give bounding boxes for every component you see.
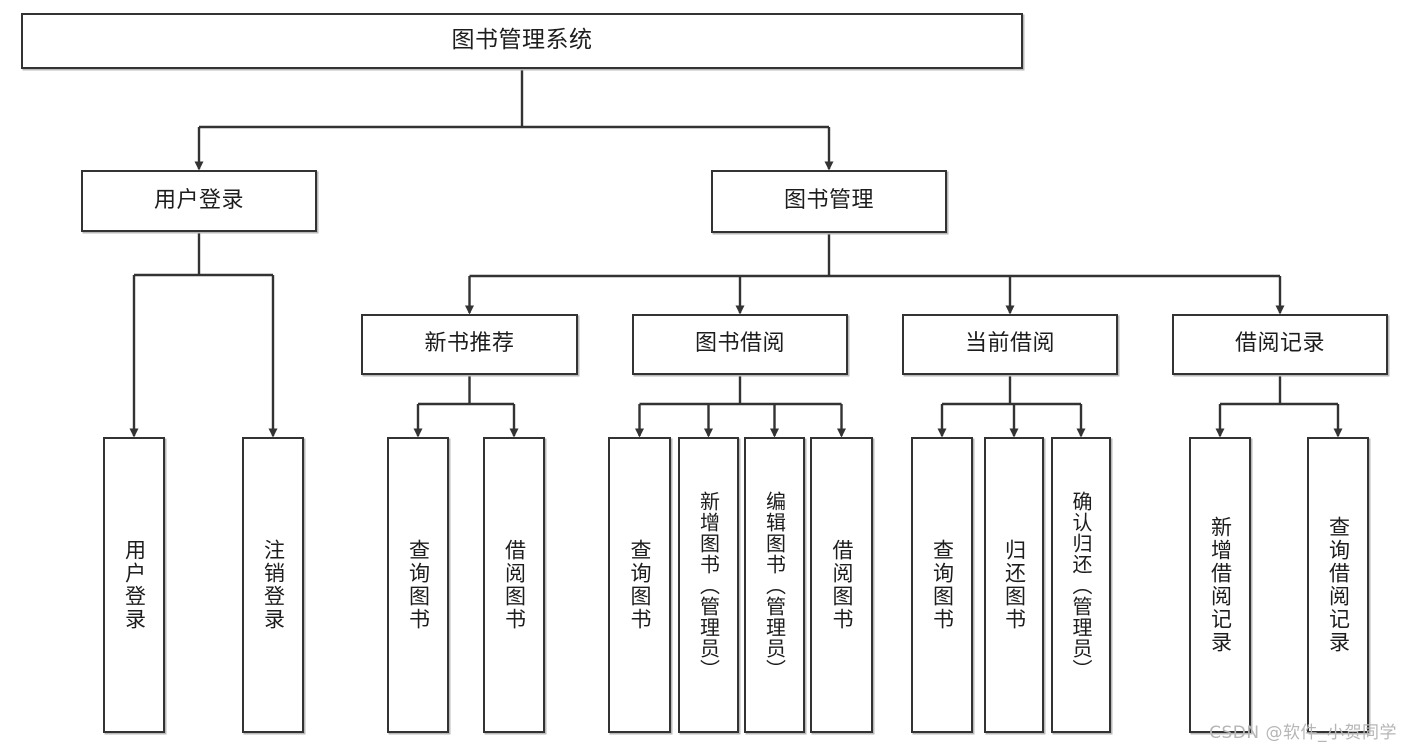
node-leaf-re-query[interactable]: 查询借阅记录 xyxy=(1307,437,1369,733)
node-label: 查询借阅记录 xyxy=(1326,516,1351,654)
node-label: 新书推荐 xyxy=(424,331,515,357)
node-leaf-cu-confirm[interactable]: 确认归还（管理员） xyxy=(1051,437,1111,733)
node-label: 注销登录 xyxy=(261,539,286,631)
node-borrow[interactable]: 图书借阅 xyxy=(632,314,848,375)
node-login[interactable]: 用户登录 xyxy=(81,170,317,232)
node-leaf-bo-lend[interactable]: 借阅图书 xyxy=(810,437,873,733)
node-current[interactable]: 当前借阅 xyxy=(902,314,1118,375)
node-label: 图书管理系统 xyxy=(451,27,593,54)
node-newbook[interactable]: 新书推荐 xyxy=(361,314,578,375)
node-label: 当前借阅 xyxy=(964,331,1055,357)
node-bookmgmt[interactable]: 图书管理 xyxy=(711,170,947,233)
node-root[interactable]: 图书管理系统 xyxy=(21,13,1023,69)
node-leaf-nb-query[interactable]: 查询图书 xyxy=(387,437,449,733)
node-leaf-nb-borrow[interactable]: 借阅图书 xyxy=(483,437,545,733)
node-label: 借阅记录 xyxy=(1234,331,1325,357)
watermark-text: CSDN @软件_小贺同学 xyxy=(1209,723,1397,743)
node-label: 图书管理 xyxy=(783,188,874,214)
node-leaf-cu-query[interactable]: 查询图书 xyxy=(911,437,973,733)
node-label: 查询图书 xyxy=(628,539,653,631)
node-label: 借阅图书 xyxy=(502,539,527,631)
node-label: 归还图书 xyxy=(1002,539,1027,631)
node-label: 用户登录 xyxy=(153,187,244,213)
connector-lines xyxy=(129,69,1343,438)
node-label: 图书借阅 xyxy=(694,331,785,357)
node-label: 新增借阅记录 xyxy=(1208,516,1233,654)
node-leaf-logout[interactable]: 注销登录 xyxy=(242,437,304,733)
node-leaf-re-add[interactable]: 新增借阅记录 xyxy=(1189,437,1251,733)
node-label: 确认归还（管理员） xyxy=(1069,490,1093,680)
node-label: 编辑图书（管理员） xyxy=(762,490,787,680)
node-leaf-login[interactable]: 用户登录 xyxy=(103,437,165,733)
node-leaf-bo-query[interactable]: 查询图书 xyxy=(608,437,671,733)
node-leaf-cu-return[interactable]: 归还图书 xyxy=(984,437,1044,733)
node-label: 新增图书（管理员） xyxy=(696,490,721,680)
node-records[interactable]: 借阅记录 xyxy=(1172,314,1388,375)
node-leaf-bo-edit[interactable]: 编辑图书（管理员） xyxy=(744,437,805,733)
node-leaf-bo-add[interactable]: 新增图书（管理员） xyxy=(678,437,739,733)
node-label: 用户登录 xyxy=(122,539,147,631)
node-label: 借阅图书 xyxy=(830,539,855,631)
node-label: 查询图书 xyxy=(930,539,955,631)
node-label: 查询图书 xyxy=(406,539,431,631)
